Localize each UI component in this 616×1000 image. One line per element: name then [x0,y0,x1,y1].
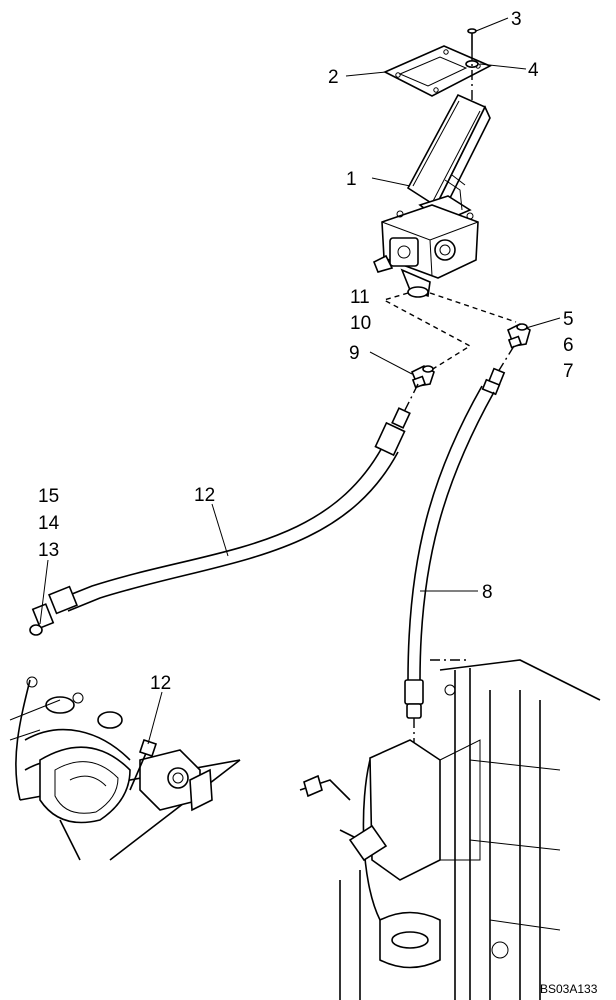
callout-15: 15 [38,486,59,507]
callout-12-inset: 12 [150,673,171,694]
pedal-valve-assembly [372,28,492,298]
hose-8 [404,345,515,760]
hose-12 [29,383,419,636]
port-line-left [382,292,472,373]
callout-4: 4 [528,60,539,81]
callout-14: 14 [38,513,60,534]
screw [467,28,477,50]
cover-plate [383,45,492,97]
leader-lines [39,17,561,745]
elbow-fitting-5 [506,323,531,349]
callout-12: 12 [194,485,215,506]
detail-inset [9,676,241,861]
callout-6: 6 [563,335,574,356]
callout-13: 13 [38,540,59,561]
callout-10: 10 [350,313,371,334]
callout-2: 2 [328,67,339,88]
port-line-right [429,292,517,323]
callout-7: 7 [563,361,574,382]
elbow-fitting-9 [410,365,435,389]
callout-9: 9 [349,343,360,364]
drawing-code: BS03A133 [540,982,598,996]
callout-11: 11 [350,287,370,308]
callout-5: 5 [563,309,574,330]
callout-3: 3 [511,9,522,30]
callout-8: 8 [482,582,493,603]
callout-1: 1 [346,169,357,190]
transmission-housing [299,659,601,1000]
